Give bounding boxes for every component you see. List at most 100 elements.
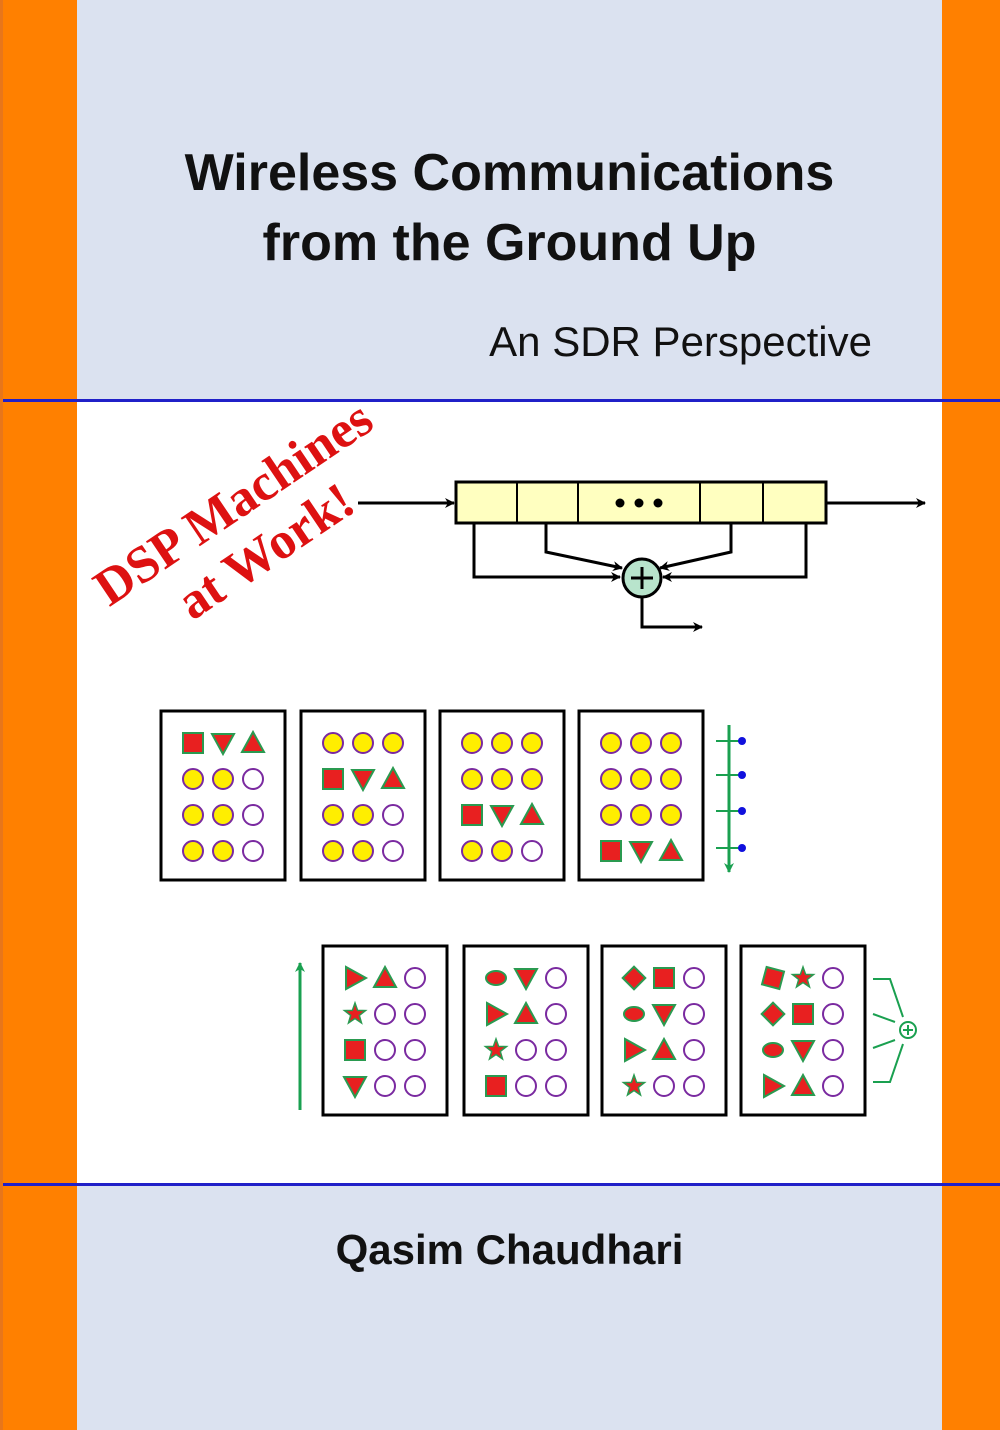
up-triangle-icon [790,1072,816,1096]
up-triangle-icon [513,1000,539,1024]
right-orange-band [942,0,1000,1430]
yellow-dot-icon [461,768,483,790]
yellow-dot-icon [322,804,344,826]
square-icon [461,804,483,826]
yellow-dot-icon [600,732,622,754]
yellow-dot-icon [212,804,234,826]
ellipse-icon [623,1006,645,1022]
yellow-dot-icon [322,732,344,754]
left-orange-band [0,0,77,1430]
yellow-dot-icon [491,732,513,754]
empty-circle-icon [653,1075,675,1097]
empty-circle-icon [242,804,264,826]
up-triangle-icon [658,837,684,861]
empty-circle-icon [683,1039,705,1061]
empty-circle-icon [683,1075,705,1097]
empty-circle-icon [374,1039,396,1061]
yellow-dot-icon [660,804,682,826]
empty-circle-icon [374,1003,396,1025]
square-icon [485,1075,507,1097]
square-icon [792,1003,814,1025]
yellow-dot-icon [521,768,543,790]
down-triangle-icon [350,769,376,793]
book-title-line-2: from the Ground Up [262,214,757,272]
empty-circle-icon [545,1039,567,1061]
down-triangle-icon [489,805,515,829]
yellow-dot-icon [660,768,682,790]
square-icon [600,840,622,862]
author-name: Qasim Chaudhari [335,1226,684,1273]
empty-circle-icon [404,1075,426,1097]
yellow-dot-icon [491,768,513,790]
yellow-dot-icon [382,732,404,754]
yellow-dot-icon [182,840,204,862]
yellow-dot-icon [461,732,483,754]
book-subtitle: An SDR Perspective [489,318,872,365]
ellipse-icon [485,970,507,986]
diamond-icon [760,1001,786,1027]
right-triangle-icon [763,1073,787,1099]
up-triangle-icon [651,1036,677,1060]
empty-circle-icon [545,967,567,989]
empty-circle-icon [404,967,426,989]
tilted-square-icon [760,965,786,991]
bottom-symbol-grids [321,944,867,1117]
adder-output-arrow-icon [640,597,703,632]
yellow-dot-icon [600,804,622,826]
yellow-dot-icon [352,840,374,862]
star-icon [342,1000,368,1025]
yellow-dot-icon [182,768,204,790]
yellow-dot-icon [600,768,622,790]
book-title-line-1: Wireless Communications [184,144,835,202]
down-triangle-icon [628,841,654,865]
star-icon [483,1036,509,1061]
square-icon [653,967,675,989]
yellow-dot-icon [212,840,234,862]
right-triangle-icon [486,1001,510,1027]
yellow-dot-icon [182,804,204,826]
empty-circle-icon [382,840,404,862]
empty-circle-icon [404,1039,426,1061]
shift-register-diagram [358,480,926,632]
top-divider-rule [3,399,1000,402]
yellow-dot-icon [352,804,374,826]
empty-circle-icon [242,840,264,862]
star-icon [790,964,816,989]
yellow-dot-icon [491,840,513,862]
downward-tap-arrow [716,725,746,873]
star-icon [621,1072,647,1097]
yellow-dot-icon [212,768,234,790]
yellow-dot-icon [630,732,652,754]
top-symbol-grids [159,709,705,882]
yellow-dot-icon [521,732,543,754]
empty-circle-icon [545,1003,567,1025]
down-triangle-icon [513,968,539,992]
square-icon [182,732,204,754]
empty-circle-icon [515,1039,537,1061]
square-icon [322,768,344,790]
combiner-adder-icon [899,1021,917,1039]
down-triangle-icon [651,1004,677,1028]
empty-circle-icon [822,967,844,989]
empty-circle-icon [404,1003,426,1025]
yellow-dot-icon [461,840,483,862]
title-panel [77,0,942,400]
down-triangle-icon [790,1040,816,1064]
empty-circle-icon [521,840,543,862]
empty-circle-icon [515,1075,537,1097]
empty-circle-icon [374,1075,396,1097]
combiner-adder [872,978,917,1083]
yellow-dot-icon [630,804,652,826]
bottom-divider-rule [3,1183,1000,1186]
ellipse-icon [762,1042,784,1058]
diamond-icon [621,965,647,991]
empty-circle-icon [822,1075,844,1097]
left-band-edge [0,0,3,1430]
up-triangle-icon [240,729,266,753]
yellow-dot-icon [630,768,652,790]
up-triangle-icon [380,765,406,789]
square-icon [344,1039,366,1061]
yellow-dot-icon [660,732,682,754]
empty-circle-icon [822,1003,844,1025]
